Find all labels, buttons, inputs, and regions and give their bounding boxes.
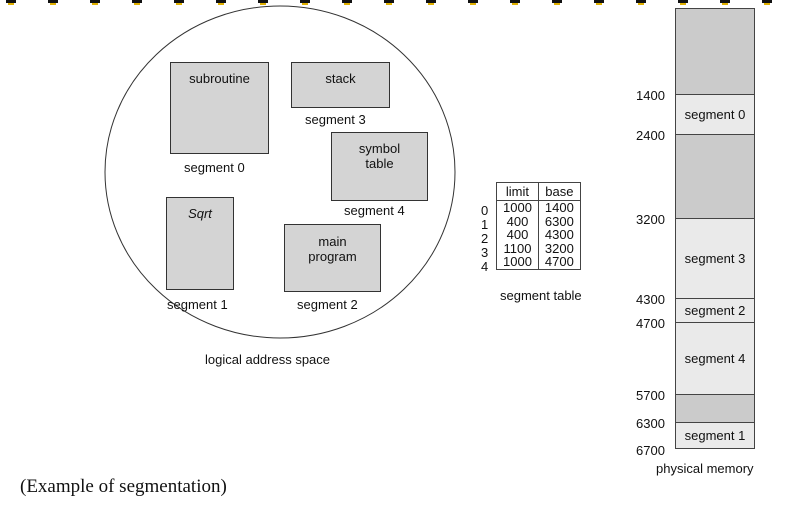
border-dash bbox=[426, 0, 436, 5]
address-label: 3200 bbox=[636, 212, 665, 227]
segment-2-box: main program bbox=[284, 224, 381, 292]
segment-0-box: subroutine bbox=[170, 62, 269, 154]
border-dash bbox=[636, 0, 646, 5]
limit-cell: 1000 bbox=[496, 255, 539, 270]
segment-0-box-text: subroutine bbox=[189, 71, 250, 86]
address-label: 6700 bbox=[636, 443, 665, 458]
memory-block-free bbox=[675, 134, 755, 219]
border-dash bbox=[48, 0, 58, 5]
segment-4-box-text-1: symbol bbox=[358, 141, 401, 156]
border-dash bbox=[510, 0, 520, 5]
base-cell: 4700 bbox=[537, 255, 581, 270]
border-dash bbox=[174, 0, 184, 5]
segment-0-label: segment 0 bbox=[184, 160, 245, 175]
border-dash bbox=[300, 0, 310, 5]
memory-block-segment-0: segment 0 bbox=[675, 94, 755, 135]
border-dash bbox=[216, 0, 226, 5]
table-row: 400 6300 bbox=[496, 214, 581, 228]
table-row: 1000 1400 bbox=[496, 200, 581, 215]
base-header: base bbox=[537, 182, 581, 201]
memory-block-label: segment 1 bbox=[684, 427, 746, 443]
segment-1-label: segment 1 bbox=[167, 297, 228, 312]
border-dash bbox=[594, 0, 604, 5]
segment-3-label: segment 3 bbox=[305, 112, 366, 127]
limit-cell: 400 bbox=[496, 228, 539, 242]
logical-space-title: logical address space bbox=[205, 352, 331, 367]
border-dash bbox=[342, 0, 352, 5]
memory-block-label: segment 4 bbox=[684, 350, 746, 366]
base-cell: 1400 bbox=[537, 200, 581, 215]
row-index: 0 bbox=[481, 203, 489, 218]
table-row: 400 4300 bbox=[496, 228, 581, 242]
limit-header: limit bbox=[496, 182, 539, 201]
physical-memory-column: segment 0 segment 3 segment 2 segment 4 … bbox=[675, 8, 755, 449]
memory-block-segment-2: segment 2 bbox=[675, 298, 755, 323]
segment-4-box: symbol table bbox=[331, 132, 428, 201]
border-dash bbox=[720, 0, 730, 5]
limit-cell: 1000 bbox=[496, 200, 539, 215]
table-row: 1100 3200 bbox=[496, 241, 581, 255]
memory-block-label: segment 3 bbox=[684, 250, 746, 266]
row-index: 3 bbox=[481, 245, 489, 260]
memory-block-free bbox=[675, 8, 755, 95]
figure-caption: (Example of segmentation) bbox=[20, 476, 227, 497]
table-row: 1000 4700 bbox=[496, 255, 581, 270]
segment-3-box: stack bbox=[291, 62, 390, 108]
border-dash bbox=[678, 0, 688, 5]
physical-memory-title: physical memory bbox=[656, 461, 754, 476]
memory-block-segment-3: segment 3 bbox=[675, 218, 755, 299]
base-cell: 4300 bbox=[537, 228, 581, 242]
segment-table: limit base 1000 1400 400 6300 400 4300 1… bbox=[496, 182, 581, 270]
base-cell: 6300 bbox=[537, 214, 581, 228]
row-index: 1 bbox=[481, 217, 489, 232]
border-dash bbox=[6, 0, 16, 5]
border-dash bbox=[762, 0, 772, 5]
memory-block-segment-1: segment 1 bbox=[675, 422, 755, 449]
segment-table-title: segment table bbox=[500, 288, 582, 303]
segment-1-box-text: Sqrt bbox=[188, 206, 212, 221]
address-label: 4300 bbox=[636, 292, 665, 307]
base-cell: 3200 bbox=[537, 241, 581, 255]
memory-block-label: segment 0 bbox=[684, 106, 746, 122]
border-dash bbox=[468, 0, 478, 5]
limit-cell: 1100 bbox=[496, 241, 539, 255]
limit-cell: 400 bbox=[496, 214, 539, 228]
top-dashed-border bbox=[0, 0, 797, 8]
segment-1-box: Sqrt bbox=[166, 197, 234, 290]
address-label: 1400 bbox=[636, 88, 665, 103]
row-index: 4 bbox=[481, 259, 489, 274]
segment-3-box-text: stack bbox=[325, 71, 356, 86]
segment-2-box-text-2: program bbox=[308, 249, 357, 264]
address-label: 2400 bbox=[636, 128, 665, 143]
border-dash bbox=[384, 0, 394, 5]
segment-2-box-text-1: main bbox=[318, 234, 347, 249]
border-dash bbox=[552, 0, 562, 5]
row-index: 2 bbox=[481, 231, 489, 246]
border-dash bbox=[258, 0, 268, 5]
border-dash bbox=[132, 0, 142, 5]
segment-4-label: segment 4 bbox=[344, 203, 405, 218]
address-label: 5700 bbox=[636, 388, 665, 403]
memory-block-free bbox=[675, 394, 755, 423]
memory-block-segment-4: segment 4 bbox=[675, 322, 755, 395]
border-dash bbox=[90, 0, 100, 5]
segment-4-box-text-2: table bbox=[365, 156, 394, 171]
memory-block-label: segment 2 bbox=[684, 302, 746, 318]
segment-2-label: segment 2 bbox=[297, 297, 358, 312]
address-label: 6300 bbox=[636, 416, 665, 431]
address-label: 4700 bbox=[636, 316, 665, 331]
